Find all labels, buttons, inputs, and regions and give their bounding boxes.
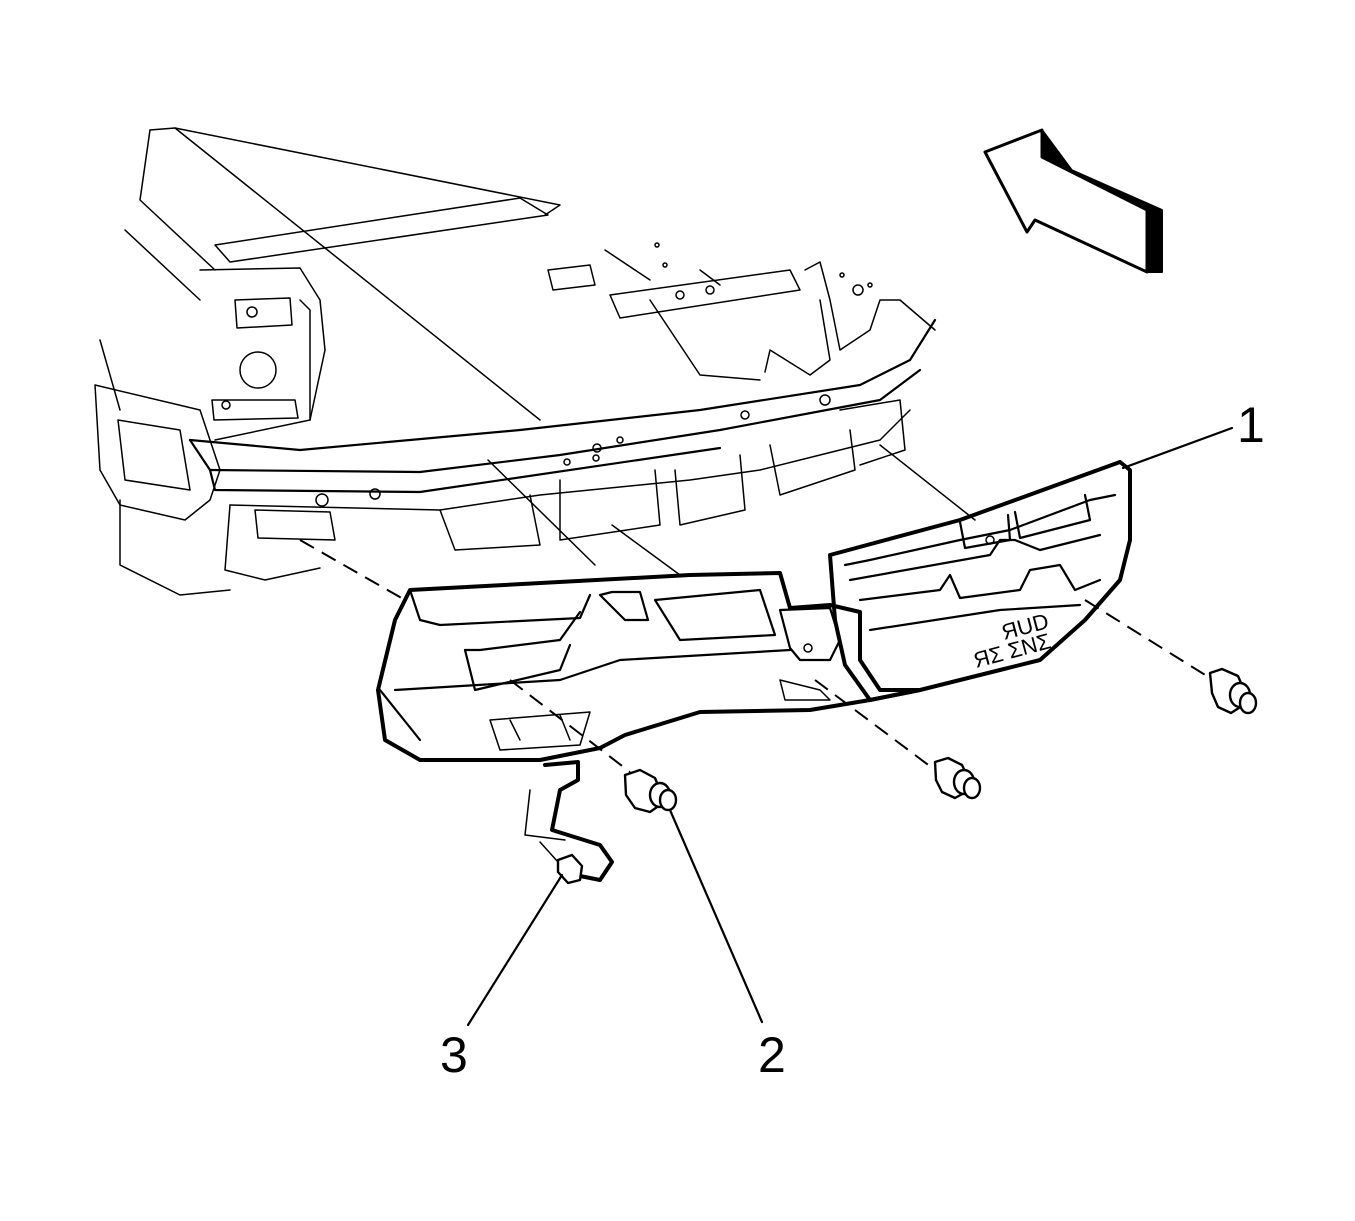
leader-line-3 (466, 873, 564, 1027)
upper-absorber-blocks (224, 399, 911, 581)
leader-line-2 (668, 808, 764, 1024)
vehicle-rear-structure (94, 127, 936, 596)
retainer-fastener (623, 768, 678, 814)
callout-1: 1 (1237, 397, 1265, 453)
bumper-impact-bar (188, 318, 937, 494)
retainer-fastener-center (933, 756, 982, 800)
callout-2: 2 (758, 1027, 786, 1083)
energy-absorber: ЯUD ЯΣ ΣNΣ (376, 460, 1132, 762)
retainer-fastener-right (1208, 667, 1258, 715)
alignment-lines (299, 444, 1211, 773)
leader-line-1 (1121, 426, 1234, 470)
callout-3: 3 (440, 1027, 468, 1083)
front-direction-arrow-icon (983, 128, 1163, 274)
callout-leaders (466, 426, 1234, 1027)
wiring-harness-clip (524, 760, 614, 885)
